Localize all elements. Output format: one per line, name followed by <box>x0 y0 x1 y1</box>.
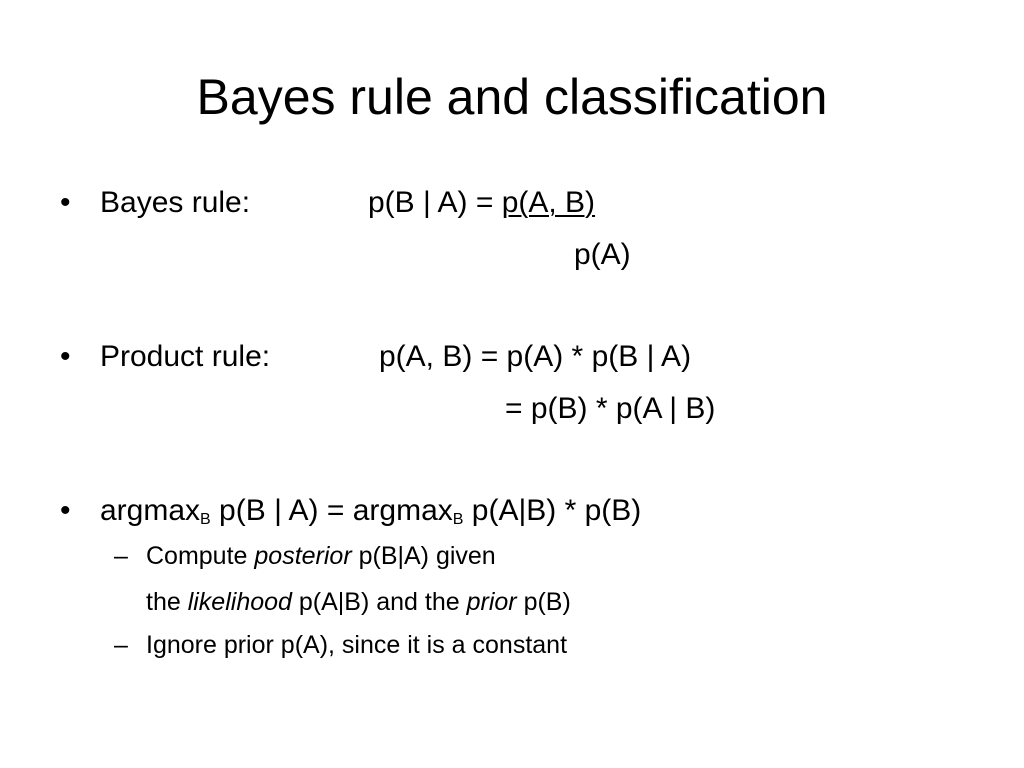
bullet-marker: • <box>60 494 71 527</box>
posterior-term: posterior <box>254 542 352 570</box>
argmax-subscript: B <box>200 511 211 528</box>
likelihood-term: likelihood <box>187 588 292 616</box>
bayes-rule-label: Bayes rule: <box>100 186 251 219</box>
argmax-subscript: B <box>452 511 464 528</box>
bullet-marker: • <box>60 340 71 373</box>
text-run: Compute <box>146 542 255 570</box>
prior-term: prior <box>466 588 517 616</box>
bayes-rule-denominator: p(A) <box>574 238 631 271</box>
argmax-part1: argmax <box>100 494 201 527</box>
text-run: the <box>146 588 188 616</box>
slide-title: Bayes rule and classification <box>196 69 828 125</box>
text-run: p(B) <box>516 588 571 616</box>
text-run: p(B|A) given <box>351 542 496 570</box>
argmax-part2: p(B | A) = argmax <box>210 494 453 527</box>
argmax-part3: p(A|B) * p(B) <box>463 494 642 527</box>
product-rule-line1: p(A, B) = p(A) * p(B | A) <box>379 340 692 373</box>
bayes-rule-formula: p(B | A) = p(A, B) <box>368 183 595 223</box>
bullet-marker: • <box>60 186 71 219</box>
text-run: p(A|B) and the <box>291 588 467 616</box>
argmax-formula: argmaxB p(B | A) = argmaxB p(A|B) * p(B) <box>100 491 641 531</box>
product-rule-line2: = p(B) * p(A | B) <box>505 392 716 425</box>
dash-marker: – <box>114 631 128 659</box>
bayes-rule-numerator: p(A, B) <box>501 186 596 219</box>
sub-bullet-posterior-line2: the likelihood p(A|B) and the prior p(B) <box>146 585 571 619</box>
dash-marker: – <box>114 542 128 570</box>
bayes-rule-lhs: p(B | A) = <box>368 186 502 219</box>
sub-bullet-ignore-prior: Ignore prior p(A), since it is a constan… <box>146 631 568 659</box>
product-rule-label: Product rule: <box>100 340 271 373</box>
sub-bullet-posterior-line1: Compute posterior p(B|A) given <box>146 539 496 573</box>
